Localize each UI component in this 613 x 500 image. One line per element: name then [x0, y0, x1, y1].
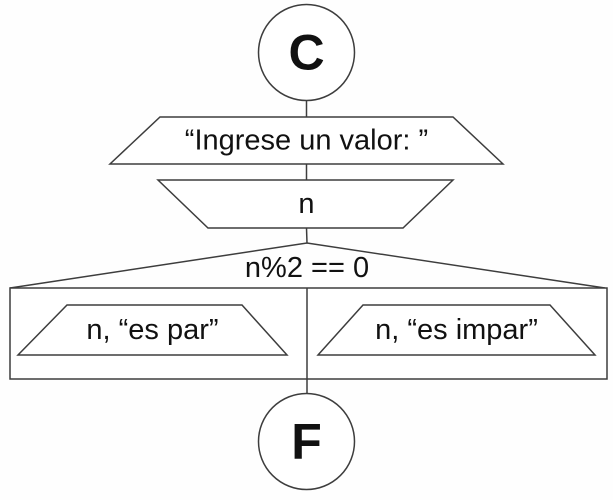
start-terminal-label: C [288, 25, 324, 81]
false-branch-output-label: n, “es impar” [375, 314, 538, 346]
prompt-output-label: “Ingrese un valor: ” [185, 125, 428, 157]
false-branch-output-shape [316, 304, 597, 356]
condition-triangle [9, 242, 606, 289]
read-input-label: n [298, 188, 314, 220]
true-branch-output-shape [16, 304, 289, 356]
end-terminal-circle [257, 392, 356, 491]
condition-label: n%2 == 0 [245, 252, 369, 284]
end-terminal-label: F [291, 414, 322, 470]
read-input-shape [156, 179, 455, 229]
connector-input-to-condition [305, 227, 308, 244]
prompt-output-shape [108, 116, 505, 165]
start-terminal-circle [257, 3, 356, 102]
true-branch-output-label: n, “es par” [86, 314, 218, 346]
